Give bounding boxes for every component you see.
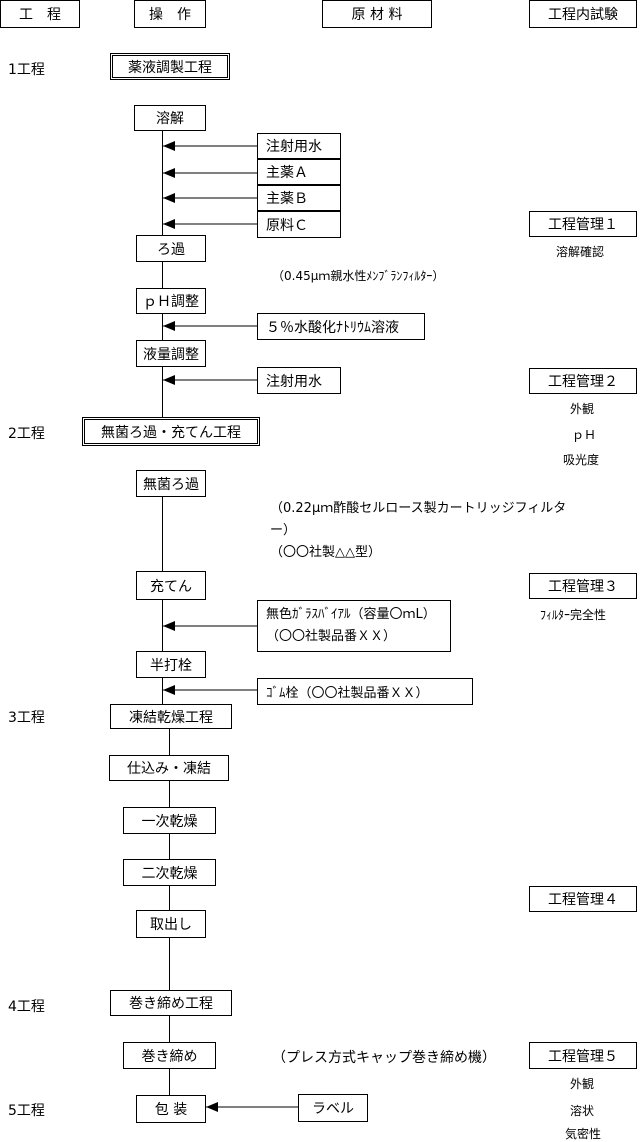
control-2-title: 工程管理２ xyxy=(529,368,637,394)
stage-prep: 薬液調製工程 xyxy=(110,53,230,80)
note-press-machine: （プレス方式キャップ巻き締め機） xyxy=(272,1050,496,1066)
material-naoh: ５％水酸化ﾅﾄﾘｳﾑ溶液 xyxy=(257,313,425,340)
header-operation: 操 作 xyxy=(134,0,206,28)
flow-line-13 xyxy=(169,1016,170,1042)
op-half-stopper: 半打栓 xyxy=(136,651,206,678)
material-main-a: 主薬Ａ xyxy=(257,159,341,185)
material-water-2: 注射用水 xyxy=(257,367,341,394)
flow-line-5 xyxy=(162,497,163,571)
op-sterile-filter: 無菌ろ過 xyxy=(136,470,206,497)
control-5-item-2: 溶状 xyxy=(570,1104,595,1118)
op-filter: ろ過 xyxy=(136,235,206,262)
material-main-b: 主薬Ｂ xyxy=(257,185,341,211)
note-membrane-filter: （0.45μｍ親水性ﾒﾝﾌﾞﾗﾝﾌｨﾙﾀｰ） xyxy=(272,269,445,283)
control-2-item-2: ｐＨ xyxy=(572,428,597,442)
flow-line-12 xyxy=(169,938,170,990)
op-unload: 取出し xyxy=(136,910,206,938)
material-raw-c: 原料Ｃ xyxy=(257,211,341,238)
control-3-item-1: ﾌｨﾙﾀｰ完全性 xyxy=(540,608,607,622)
op-primary-dry: 一次乾燥 xyxy=(123,807,216,834)
note-cartridge-filter: （0.22μｍ酢酸セルロース製カートリッジフィルタ ー） （〇〇社製△△型） xyxy=(270,498,566,564)
step-4-label: 4工程 xyxy=(8,999,45,1015)
control-1-title: 工程管理１ xyxy=(529,211,637,237)
op-package: 包 装 xyxy=(136,1095,206,1123)
flow-line-8 xyxy=(169,729,170,755)
stage-sterile: 無菌ろ過・充てん工程 xyxy=(82,417,260,446)
op-volume-adjust: 液量調整 xyxy=(136,340,206,367)
stage-seal: 巻き締め工程 xyxy=(110,990,232,1016)
step-3-label: 3工程 xyxy=(8,710,45,726)
control-2-item-1: 外観 xyxy=(570,402,595,416)
flow-line-7 xyxy=(162,678,163,704)
control-5-title: 工程管理５ xyxy=(529,1042,637,1069)
step-1-label: 1工程 xyxy=(8,62,45,78)
op-ph-adjust: ｐＨ調整 xyxy=(136,288,206,314)
op-secondary-dry: 二次乾燥 xyxy=(123,859,216,886)
header-process: 工 程 xyxy=(0,0,80,28)
note-cartridge-line-1: （0.22μｍ酢酸セルロース製カートリッジフィルタ xyxy=(270,501,567,516)
flow-line-4 xyxy=(162,367,163,417)
header-materials: 原 材 料 xyxy=(322,0,432,28)
flow-line-3 xyxy=(162,314,163,340)
flow-line-1 xyxy=(162,131,163,235)
material-vial-line-2: （〇〇社製品番ＸＸ） xyxy=(266,629,397,644)
material-vial: 無色ｶﾞﾗｽﾊﾞｲｱﾙ（容量〇ｍL） （〇〇社製品番ＸＸ） xyxy=(257,600,451,652)
control-3-title: 工程管理３ xyxy=(529,573,637,599)
control-1-item-1: 溶解確認 xyxy=(556,245,605,259)
flow-line-14 xyxy=(169,1069,170,1095)
control-2-item-3: 吸光度 xyxy=(563,453,600,467)
note-cartridge-line-3: （〇〇社製△△型） xyxy=(270,545,381,560)
material-water-1: 注射用水 xyxy=(257,133,341,159)
flow-line-10 xyxy=(169,834,170,859)
step-5-label: 5工程 xyxy=(8,1103,45,1119)
op-crimp: 巻き締め xyxy=(123,1042,216,1069)
flow-line-2 xyxy=(162,262,163,288)
note-cartridge-line-2: ー） xyxy=(270,523,297,538)
material-rubber-stopper: ｺﾞﾑ栓（〇〇社製品番ＸＸ） xyxy=(257,678,473,705)
stage-freeze: 凍結乾燥工程 xyxy=(110,704,232,729)
material-label: ラベル xyxy=(298,1094,368,1122)
material-vial-line-1: 無色ｶﾞﾗｽﾊﾞｲｱﾙ（容量〇ｍL） xyxy=(266,607,436,622)
flow-line-11 xyxy=(169,886,170,910)
control-4-title: 工程管理４ xyxy=(529,886,637,912)
control-5-item-1: 外観 xyxy=(570,1077,595,1091)
step-2-label: 2工程 xyxy=(8,426,45,442)
control-5-item-3: 気密性 xyxy=(565,1127,602,1141)
op-load-freeze: 仕込み・凍結 xyxy=(109,755,229,781)
flow-line-9 xyxy=(169,781,170,807)
flow-line-6 xyxy=(162,600,163,651)
op-dissolve: 溶解 xyxy=(134,105,206,131)
header-tests: 工程内試験 xyxy=(529,0,637,28)
op-fill: 充てん xyxy=(136,571,206,600)
